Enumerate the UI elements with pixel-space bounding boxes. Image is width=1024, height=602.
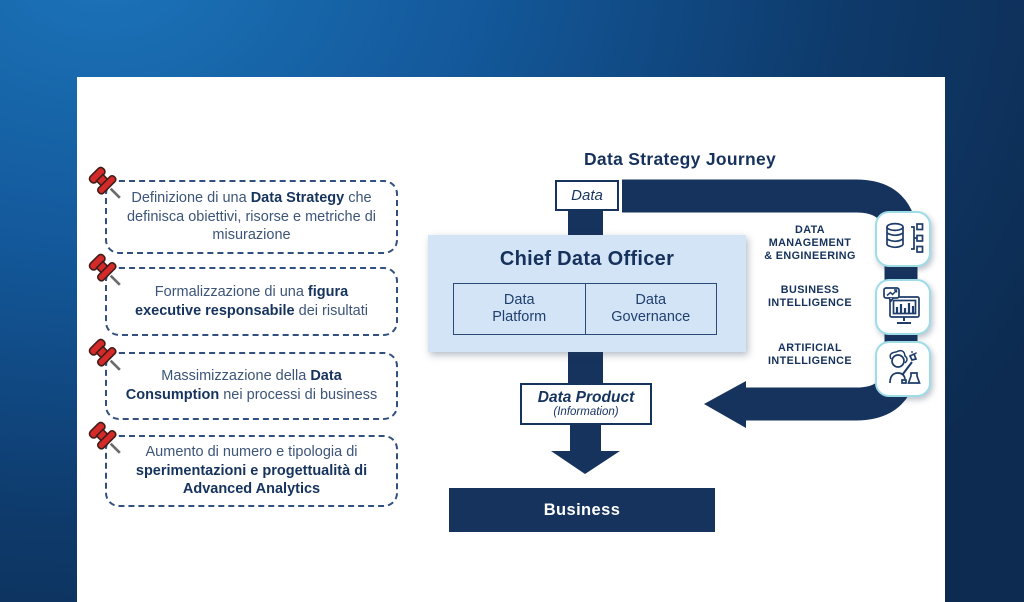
stage-label-data-management: DATA MANAGEMENT & ENGINEERING — [764, 224, 856, 263]
artificial-intelligence-icon — [889, 349, 921, 384]
goal-text: Formalizzazione di una figura executive … — [135, 283, 368, 319]
page-title: Data Strategy Journey — [583, 149, 777, 169]
cdo-title: Chief Data Officer — [499, 248, 675, 270]
business-intelligence-icon — [883, 287, 920, 324]
data-management-engineering-icon — [886, 222, 924, 253]
goal-text: Massimizzazione della Data Consumption n… — [125, 368, 378, 403]
goal-text: Definizione di una Data Strategy che def… — [126, 189, 377, 244]
pushpin-icon — [88, 166, 121, 199]
pushpin-icon — [88, 421, 121, 454]
business-label: Business — [543, 500, 621, 519]
stage-label-business-intelligence: BUSINESS INTELLIGENCE — [768, 284, 852, 310]
goal-text: Aumento di numero e tipologia di sperime… — [135, 443, 368, 498]
tile-artificial-intelligence — [875, 341, 931, 397]
pushpin-icon — [88, 338, 121, 371]
data-node: Data — [555, 180, 619, 211]
tile-data-management — [875, 211, 931, 267]
data-node-label: Data — [571, 187, 603, 204]
goal-item-executive: Formalizzazione di una figura executive … — [105, 267, 398, 336]
data-product-node: Data Product (Information) — [520, 383, 652, 425]
data-product-sublabel: (Information) — [553, 406, 619, 419]
goal-item-data-strategy: Definizione di una Data Strategy che def… — [105, 180, 398, 254]
tile-business-intelligence — [875, 279, 931, 335]
goal-item-data-consumption: Massimizzazione della Data Consumption n… — [105, 352, 398, 420]
pushpin-icon — [88, 253, 121, 286]
data-product-label: Data Product — [537, 389, 635, 407]
business-bar: Business — [449, 488, 715, 532]
goal-item-advanced-analytics: Aumento di numero e tipologia di sperime… — [105, 435, 398, 507]
stage-label-artificial-intelligence: ARTIFICIAL INTELLIGENCE — [768, 342, 852, 368]
